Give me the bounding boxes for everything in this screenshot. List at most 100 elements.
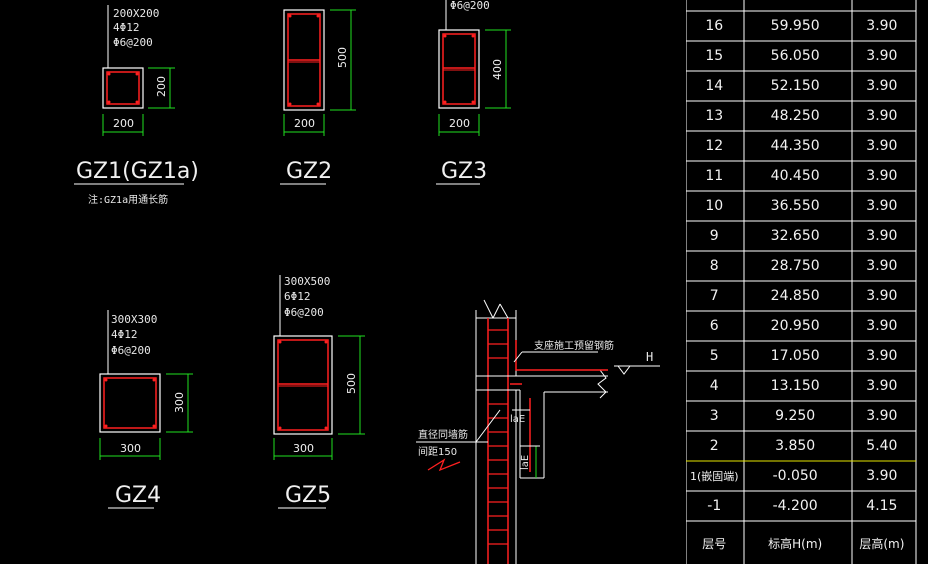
table-row: 12 44.350 3.90 — [686, 131, 916, 161]
gz3-spec-stirrup: Φ6@200 — [450, 0, 490, 12]
floor-number: 1(嵌固端) — [689, 470, 739, 483]
gz1-spec-size: 200X200 — [113, 7, 159, 20]
floor-elevation: 48.250 — [770, 108, 820, 124]
floor-elevation: -4.200 — [772, 498, 818, 514]
gz4-height-dim: 300 — [173, 392, 186, 413]
floor-elevation: 59.950 — [770, 18, 820, 34]
gz3-title: GZ3 — [441, 159, 487, 184]
header-elevation: 标高H(m) — [768, 536, 823, 551]
gz1-spec-bars: 4Φ12 — [113, 21, 140, 34]
floor-number: 9 — [709, 228, 719, 244]
floor-height: 3.90 — [866, 378, 898, 394]
table-row: 8 28.750 3.90 — [686, 251, 916, 281]
gz4-spec-bars: 4Φ12 — [111, 328, 138, 341]
floor-height: 3.90 — [866, 108, 898, 124]
column-gz3: Φ6@200 200 400 GZ3 — [436, 0, 511, 185]
gz1-title: GZ1(GZ1a) — [76, 159, 199, 184]
floor-height: 3.90 — [866, 318, 898, 334]
floor-number: 16 — [705, 18, 724, 34]
detail-lae-2: laE — [520, 455, 531, 470]
floor-elevation: -0.050 — [772, 468, 818, 484]
floor-elevation: 28.750 — [770, 258, 820, 274]
table-row: 2 3.850 5.40 — [686, 431, 916, 461]
floor-number: 5 — [709, 348, 719, 364]
floor-elevation: 3.850 — [775, 438, 816, 454]
header-floor-number: 层号 — [702, 536, 727, 551]
floor-elevation: 24.850 — [770, 288, 820, 304]
gz5-spec-stirrup: Φ6@200 — [284, 306, 324, 319]
wall-detail: H 支座施工预留钢筋 laE laE 直径同墙筋 间距150 — [416, 299, 660, 564]
table-row: 6 20.950 3.90 — [686, 311, 916, 341]
gz5-width-dim: 300 — [293, 442, 314, 455]
column-gz4: 300X300 4Φ12 Φ6@200 300 300 GZ4 — [99, 310, 193, 509]
gz1-width-dim: 200 — [113, 117, 134, 130]
gz1-spec-stirrup: Φ6@200 — [113, 36, 153, 49]
table-row: 13 48.250 3.90 — [686, 101, 916, 131]
floor-number: 10 — [705, 198, 724, 214]
table-row: 7 24.850 3.90 — [686, 281, 916, 311]
detail-label-left-2: 间距150 — [418, 445, 457, 458]
floor-number: 12 — [705, 138, 724, 154]
floor-elevation: 20.950 — [770, 318, 820, 334]
table-row: 10 36.550 3.90 — [686, 191, 916, 221]
floor-number: 14 — [705, 78, 724, 94]
gz5-spec-size: 300X500 — [284, 275, 330, 288]
detail-label-left-1: 直径同墙筋 — [418, 428, 468, 441]
floor-elevation: 9.250 — [775, 408, 816, 424]
column-gz5: 300X500 6Φ12 Φ6@200 300 500 GZ5 — [273, 275, 365, 509]
floor-number: 8 — [709, 258, 719, 274]
table-row: 16 59.950 3.90 — [686, 11, 916, 41]
table-header-row: 层号 标高H(m) 层高(m) — [686, 526, 916, 560]
detail-h-mark: H — [646, 350, 653, 364]
floor-number: 11 — [705, 168, 724, 184]
table-row: 11 40.450 3.90 — [686, 161, 916, 191]
gz1-height-dim: 200 — [155, 76, 168, 97]
floor-height: 5.40 — [866, 438, 898, 454]
floor-elevation: 44.350 — [770, 138, 820, 154]
detail-label-top: 支座施工预留钢筋 — [534, 339, 614, 352]
gz4-title: GZ4 — [115, 483, 161, 508]
header-floor-height: 层高(m) — [859, 536, 905, 551]
floor-height: 3.90 — [866, 348, 898, 364]
floor-height: 3.90 — [866, 138, 898, 154]
gz3-height-dim: 400 — [491, 59, 504, 80]
table-row: 1(嵌固端) -0.050 3.90 — [686, 461, 916, 491]
floor-elevation: 13.150 — [770, 378, 820, 394]
table-row: 5 17.050 3.90 — [686, 341, 916, 371]
gz3-width-dim: 200 — [449, 117, 470, 130]
column-gz1: 200X200 4Φ12 Φ6@200 200 200 GZ1(GZ1a) 注:… — [74, 5, 199, 206]
gz2-height-dim: 500 — [336, 47, 349, 68]
gz4-width-dim: 300 — [120, 442, 141, 455]
floor-number: 3 — [709, 408, 719, 424]
floor-elevation: 36.550 — [770, 198, 820, 214]
floor-elevation: 32.650 — [770, 228, 820, 244]
floor-height: 3.90 — [866, 468, 898, 484]
gz2-width-dim: 200 — [294, 117, 315, 130]
detail-lae-1: laE — [510, 414, 525, 425]
floor-elevation: 17.050 — [770, 348, 820, 364]
gz2-title: GZ2 — [286, 159, 332, 184]
floor-number: 6 — [709, 318, 719, 334]
floor-height: 3.90 — [866, 18, 898, 34]
floor-height: 3.90 — [866, 48, 898, 64]
gz5-height-dim: 500 — [345, 373, 358, 394]
floor-height: 3.90 — [866, 198, 898, 214]
floor-table: 16 59.950 3.90 15 56.050 3.90 14 52.150 … — [686, 0, 928, 564]
floor-height: 3.90 — [866, 78, 898, 94]
floor-number: 4 — [709, 378, 719, 394]
table-row: 15 56.050 3.90 — [686, 41, 916, 71]
floor-elevation: 40.450 — [770, 168, 820, 184]
table-row: 9 32.650 3.90 — [686, 221, 916, 251]
floor-number: -1 — [707, 498, 722, 514]
gz4-spec-size: 300X300 — [111, 313, 157, 326]
gz5-spec-bars: 6Φ12 — [284, 290, 311, 303]
floor-number: 13 — [705, 108, 724, 124]
floor-height: 3.90 — [866, 288, 898, 304]
table-row: 14 52.150 3.90 — [686, 71, 916, 101]
floor-table-grid — [686, 0, 917, 564]
floor-height: 3.90 — [866, 258, 898, 274]
floor-number: 15 — [705, 48, 724, 64]
gz4-spec-stirrup: Φ6@200 — [111, 344, 151, 357]
column-gz2: 200 500 GZ2 — [280, 9, 356, 185]
